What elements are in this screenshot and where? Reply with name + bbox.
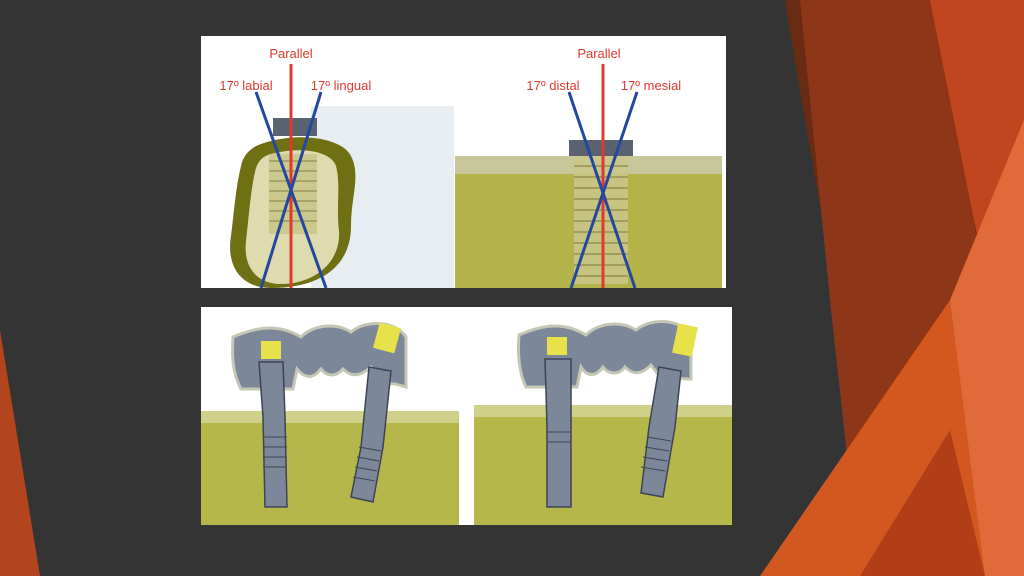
labial-angle-label: 17º labial bbox=[219, 78, 272, 93]
bone-right bbox=[474, 405, 732, 525]
implant-head-right bbox=[569, 140, 633, 156]
bridge-section-panel bbox=[201, 307, 732, 525]
bridge-right bbox=[474, 321, 732, 525]
mesial-angle-label: 17º mesial bbox=[621, 78, 681, 93]
implant-threads-left bbox=[269, 161, 317, 221]
distal-angle-label: 17º distal bbox=[526, 78, 579, 93]
bone-left bbox=[201, 411, 459, 525]
parallel-label-left: Parallel bbox=[269, 46, 312, 61]
angulation-diagram-panel: Parallel 17º labial 17º lingual Parallel… bbox=[201, 36, 726, 288]
lingual-angle-label: 17º lingual bbox=[311, 78, 372, 93]
parallel-label-right: Parallel bbox=[577, 46, 620, 61]
implant-straight-right bbox=[545, 359, 571, 507]
bridge-left bbox=[201, 323, 459, 525]
